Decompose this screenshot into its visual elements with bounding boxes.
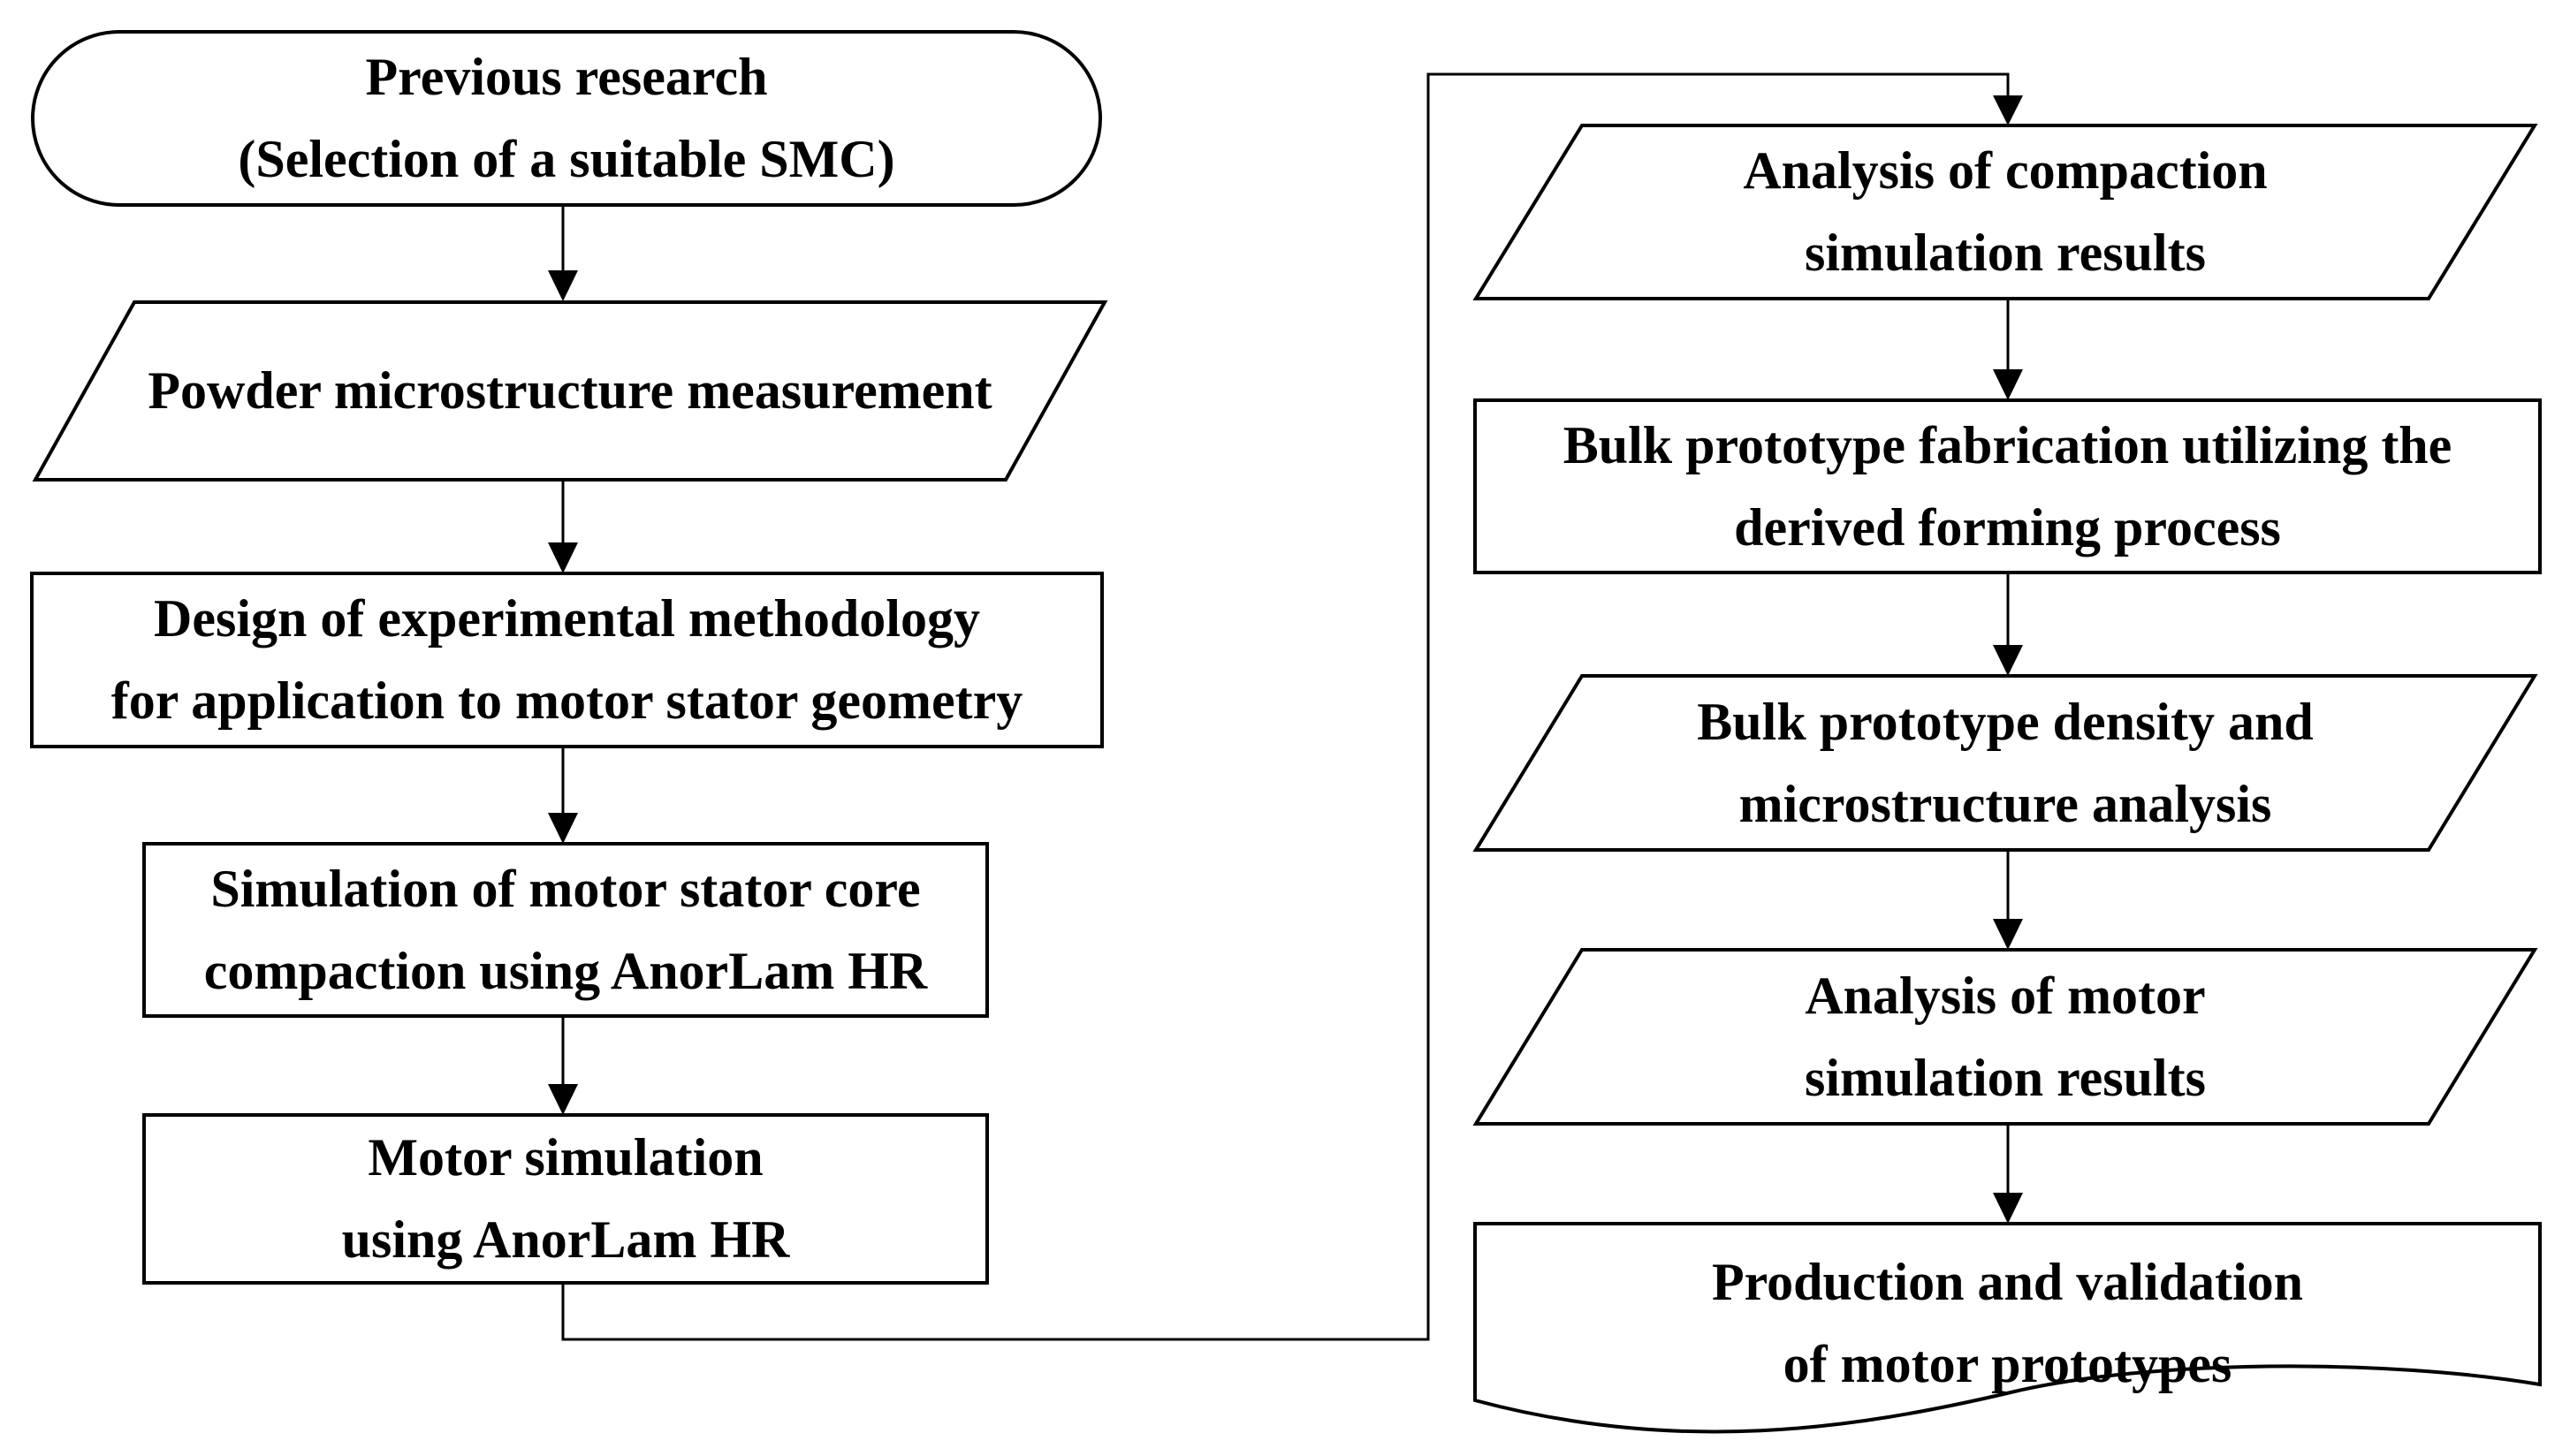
node-powder-measurement-shape (32, 300, 1108, 482)
connector-motor-simulation-to-compaction-analysis (561, 72, 2010, 1341)
arrowhead-design-methodology (548, 542, 578, 573)
node-bulk-analysis-shape (1472, 674, 2538, 852)
node-production-validation-shape (1473, 1222, 2542, 1434)
node-bulk-fabrication-shape (1473, 398, 2542, 574)
arrowhead-powder-measurement (548, 270, 578, 301)
arrowhead-motor-analysis (1993, 919, 2023, 950)
node-motor-simulation-shape (142, 1113, 989, 1285)
arrowhead-stator-core-simulation (548, 813, 578, 844)
node-previous-research-shape (31, 30, 1102, 207)
arrowhead-production-validation (1993, 1193, 2023, 1224)
arrowhead-compaction-analysis (1993, 95, 2023, 125)
node-design-methodology-shape (30, 572, 1104, 748)
node-stator-core-simulation-shape (142, 842, 989, 1018)
arrowhead-bulk-analysis (1993, 645, 2023, 676)
arrowhead-motor-simulation (548, 1084, 578, 1115)
arrowhead-bulk-fabrication (1993, 369, 2023, 400)
node-compaction-analysis-shape (1472, 124, 2538, 300)
node-motor-analysis-shape (1472, 948, 2538, 1126)
